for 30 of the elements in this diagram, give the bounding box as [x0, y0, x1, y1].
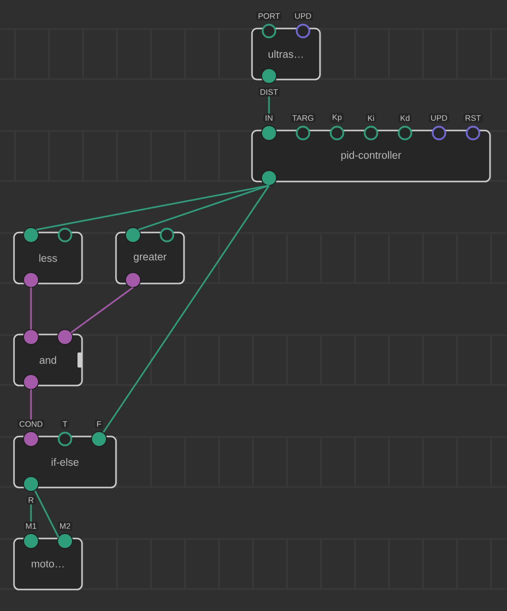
pin: [57, 329, 73, 345]
pin-label: COND: [18, 420, 44, 428]
link: [70, 286, 134, 334]
pin: [125, 227, 141, 243]
pin-label: UPD: [292, 12, 314, 20]
pin-label: R: [26, 496, 36, 504]
link: [30, 288, 32, 330]
link: [102, 185, 270, 433]
node-box: pid-controller: [251, 130, 491, 182]
link: [36, 184, 270, 230]
pin: [23, 329, 39, 345]
pin-label: UPD: [428, 114, 450, 122]
pin: [160, 228, 174, 242]
link: [30, 390, 32, 420]
link: [138, 184, 270, 230]
pin: [261, 170, 277, 186]
pin-label: M2: [58, 522, 72, 530]
link: [268, 96, 270, 114]
pin-label: RST: [463, 114, 483, 122]
pin-label: PORT: [256, 12, 282, 20]
node-box: moto…: [13, 538, 83, 590]
pin: [125, 272, 141, 288]
link: [30, 504, 32, 522]
pin: [23, 374, 39, 390]
link: [34, 490, 60, 538]
pin: [58, 228, 72, 242]
pin-label: DIST: [258, 88, 280, 96]
pin-label: TARG: [290, 114, 316, 122]
pin: [23, 227, 39, 243]
pin: [23, 272, 39, 288]
